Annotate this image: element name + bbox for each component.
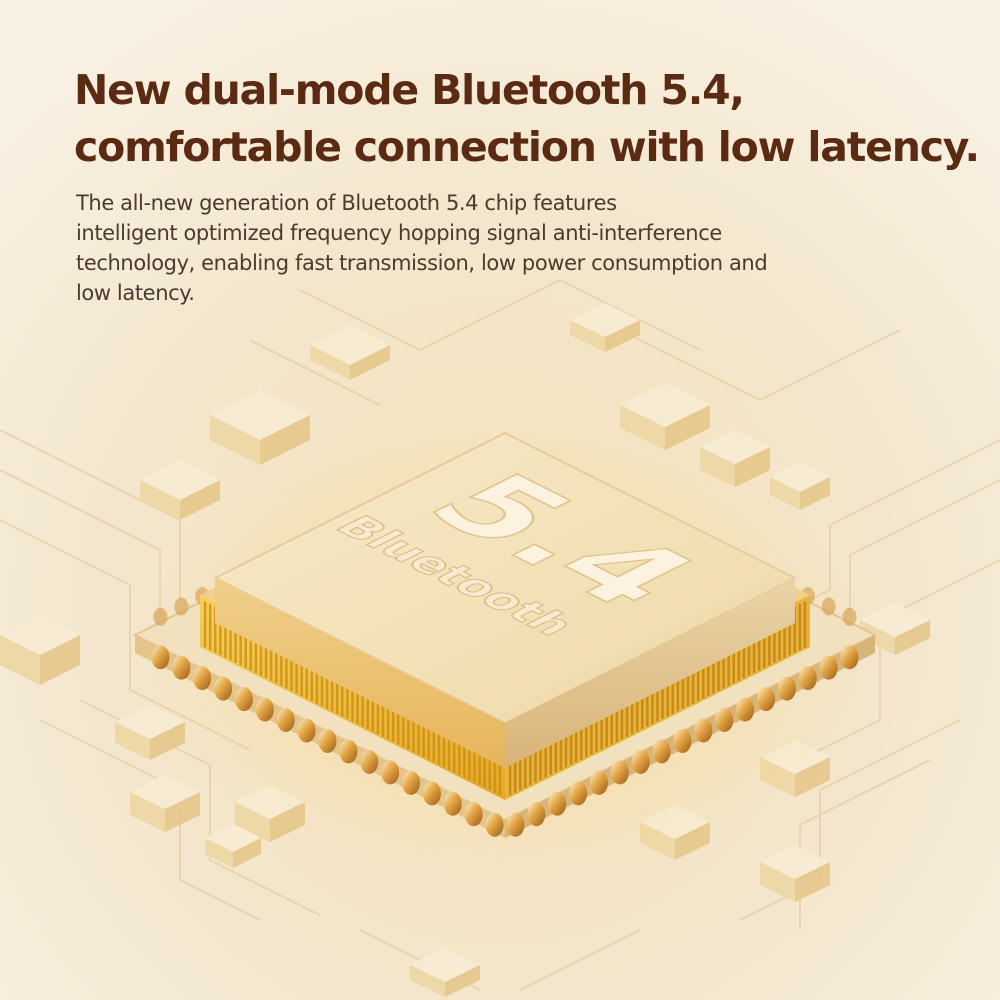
solder-lead (255, 697, 274, 722)
solder-lead (736, 697, 755, 722)
solder-lead (610, 760, 629, 785)
solder-lead (234, 687, 253, 712)
solder-lead (276, 708, 295, 733)
solder-lead (673, 729, 692, 753)
solder-lead (381, 760, 400, 785)
headline-line-1: New dual-mode Bluetooth 5.4, (74, 66, 745, 114)
headline-line-2: comfortable connection with low latency. (74, 123, 980, 171)
solder-lead (819, 655, 838, 680)
solder-lead (214, 676, 233, 701)
solder-lead (422, 781, 441, 806)
description-line-2: intelligent optimized frequency hopping … (76, 221, 722, 245)
solder-lead (694, 718, 713, 743)
solder-lead (631, 749, 650, 774)
solder-lead (153, 607, 168, 626)
description-line-3: technology, enabling fast transmission, … (76, 251, 768, 275)
solder-lead (842, 607, 857, 626)
solder-lead (360, 749, 379, 774)
headline: New dual-mode Bluetooth 5.4, comfortable… (74, 62, 980, 176)
solder-lead (193, 666, 212, 691)
description: The all-new generation of Bluetooth 5.4 … (76, 188, 956, 308)
solder-lead (339, 739, 358, 764)
description-line-4: low latency. (76, 281, 195, 305)
solder-lead (464, 802, 483, 827)
solder-lead (506, 812, 525, 837)
solder-lead (840, 645, 859, 670)
solder-lead (485, 812, 504, 837)
solder-lead (151, 645, 170, 670)
solder-lead (589, 770, 608, 795)
solder-lead (821, 597, 836, 616)
solder-lead (757, 687, 776, 712)
solder-lead (652, 739, 671, 764)
solder-lead (715, 708, 734, 733)
solder-lead (798, 666, 817, 691)
bluetooth-chip: 5.4 Bluetooth (212, 431, 798, 768)
solder-lead (297, 718, 316, 743)
description-line-1: The all-new generation of Bluetooth 5.4 … (76, 191, 617, 215)
solder-lead (548, 791, 567, 816)
solder-lead (527, 802, 546, 827)
solder-lead (777, 676, 796, 701)
decorative-components (0, 303, 930, 997)
solder-lead (402, 770, 421, 795)
solder-lead (569, 781, 588, 806)
solder-lead (318, 729, 337, 753)
solder-lead (443, 791, 462, 816)
solder-lead (172, 655, 191, 680)
solder-lead (174, 597, 189, 616)
